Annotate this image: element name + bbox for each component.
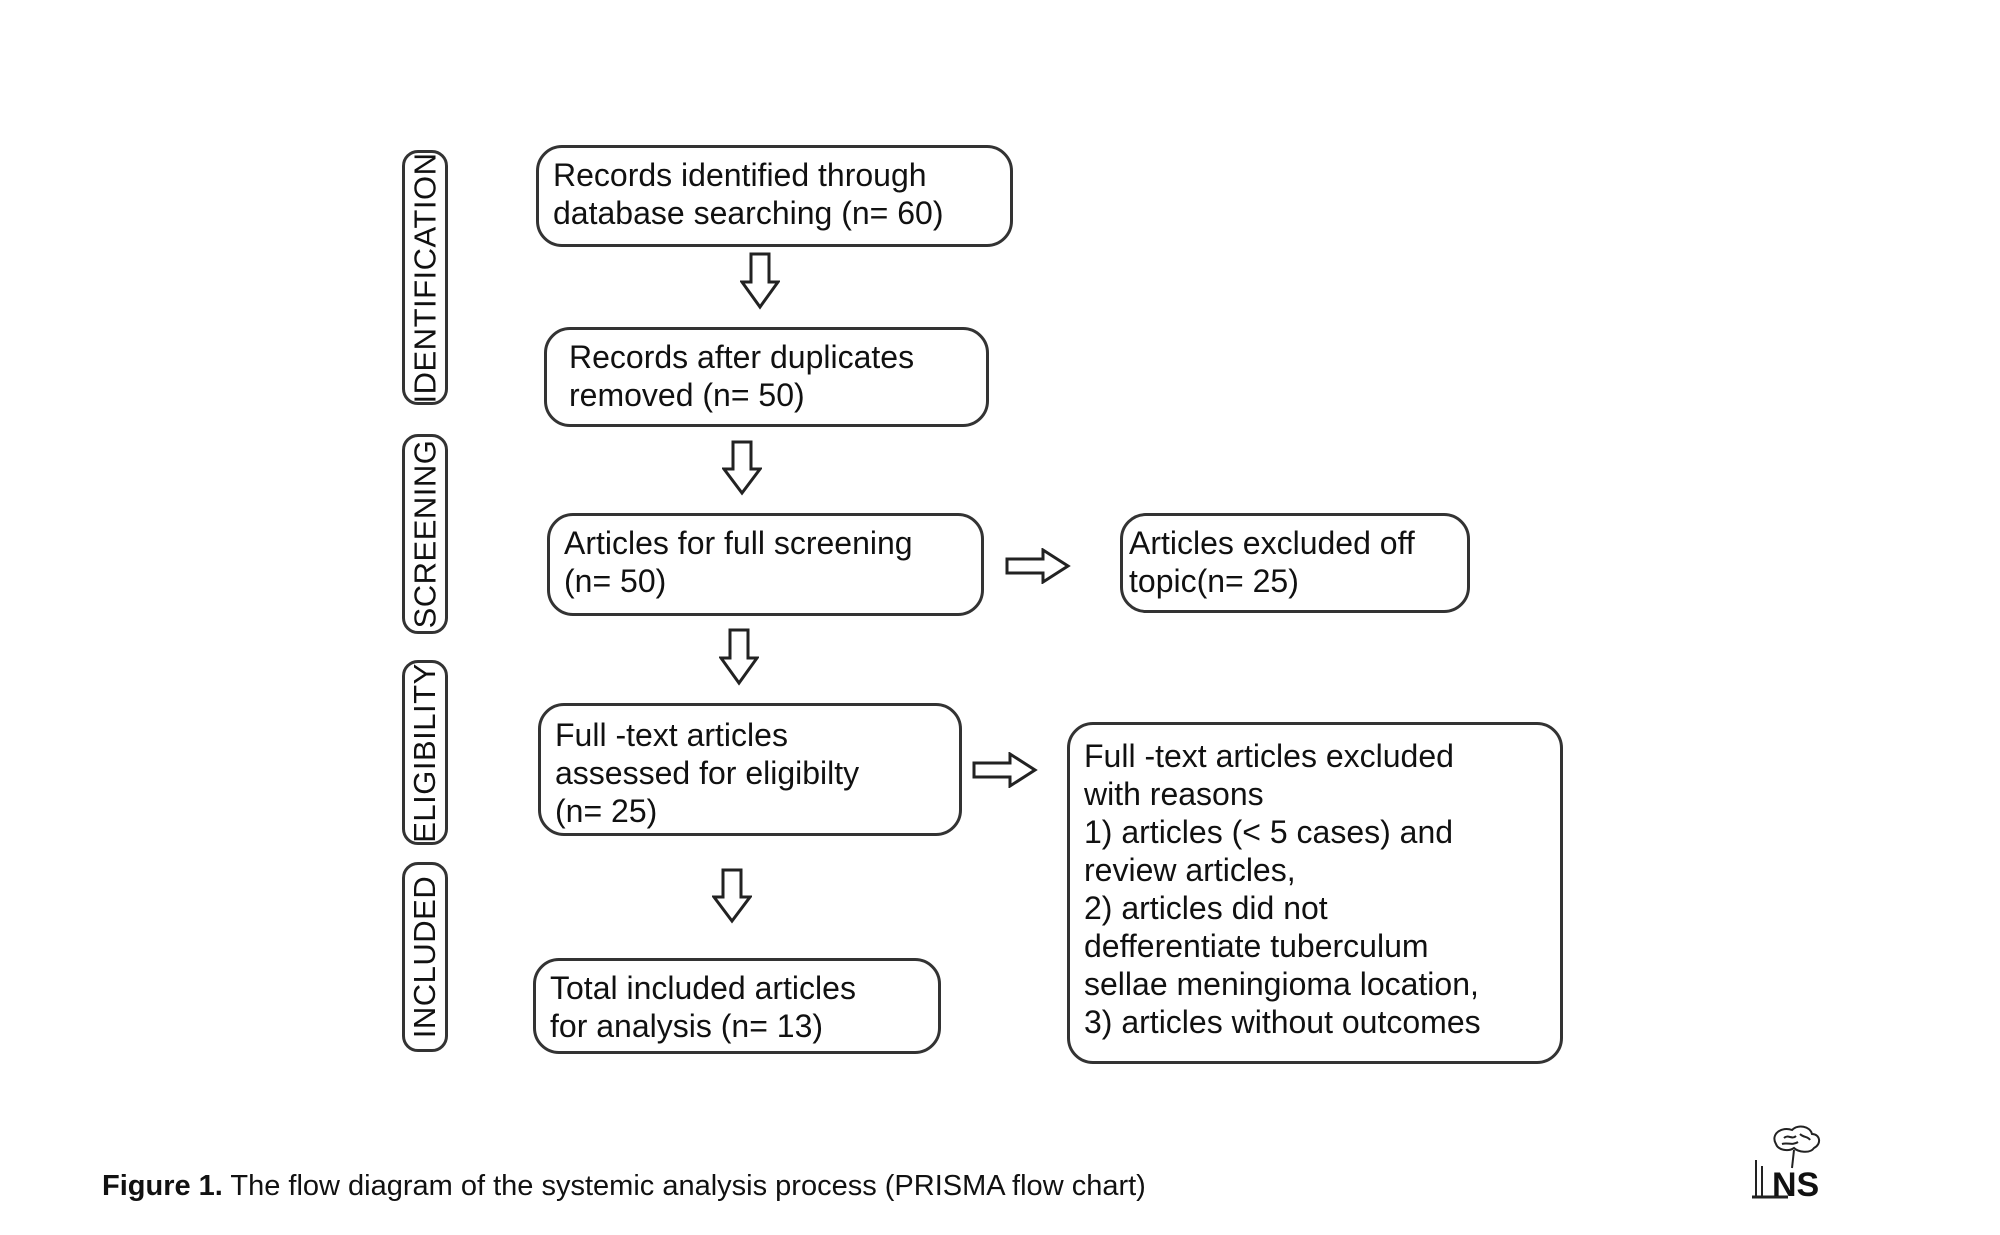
phase-label-screening: SCREENING xyxy=(402,434,448,634)
arrow-right-1 xyxy=(1005,548,1071,584)
arrow-down-4 xyxy=(712,868,752,924)
phase-label-included: INCLUDED xyxy=(402,862,448,1052)
phase-label-identification: IDENTIFICATION xyxy=(402,150,448,405)
phase-label-eligibility: ELIGIBILITY xyxy=(402,660,448,845)
box-total-included: Total included articles for analysis (n=… xyxy=(533,958,941,1054)
journal-logo-icon: NS xyxy=(1752,1125,1820,1204)
arrow-down-3 xyxy=(719,628,759,686)
box-excluded-with-reasons: Full -text articles excluded with reason… xyxy=(1067,722,1563,1064)
box-eligibility-assessed: Full -text articles assessed for eligibi… xyxy=(538,703,962,836)
box-articles-full-screening: Articles for full screening (n= 50) xyxy=(547,513,984,616)
box-articles-excluded-off-topic: Articles excluded off topic(n= 25) xyxy=(1120,513,1470,613)
figure-caption: Figure 1. The flow diagram of the system… xyxy=(102,1170,1146,1202)
box-records-after-duplicates: Records after duplicates removed (n= 50) xyxy=(544,327,989,427)
arrow-right-2 xyxy=(972,752,1038,788)
svg-text:NS: NS xyxy=(1772,1166,1819,1204)
arrow-down-2 xyxy=(722,440,762,496)
box-records-identified: Records identified through database sear… xyxy=(536,145,1013,247)
arrow-down-1 xyxy=(740,252,780,310)
